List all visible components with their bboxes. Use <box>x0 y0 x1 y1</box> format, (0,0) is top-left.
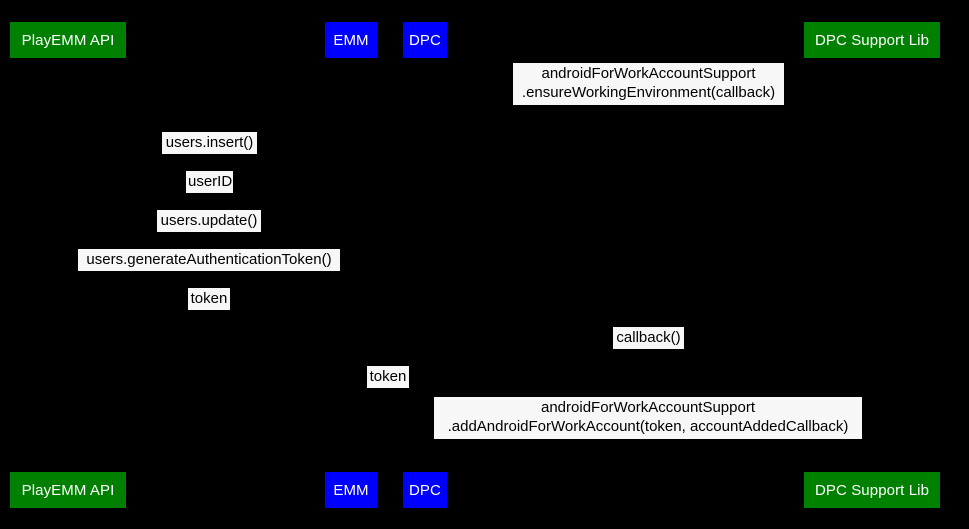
message-arrow-ensure-working-environment <box>425 106 872 107</box>
message-label-callback: callback() <box>613 327 684 349</box>
participant-label: EMM <box>333 31 369 49</box>
participant-label: DPC Support Lib <box>814 481 930 499</box>
message-arrow-callback <box>425 350 872 351</box>
lifeline-dpc-support-lib <box>872 58 873 472</box>
participant-label: DPC Support Lib <box>814 31 930 49</box>
participant-label: PlayEMM API <box>21 481 115 499</box>
message-label-add-android-for-work-account: androidForWorkAccountSupport .addAndroid… <box>434 397 862 439</box>
message-label-users-insert: users.insert() <box>162 132 257 154</box>
message-arrow-users-update <box>68 233 351 234</box>
participant-label: DPC <box>409 481 441 499</box>
message-arrow-add-android-for-work-account <box>425 440 872 441</box>
message-arrow-token-to-dpc <box>351 389 425 390</box>
message-label-ensure-working-environment: androidForWorkAccountSupport .ensureWork… <box>513 63 784 105</box>
message-label-token-to-dpc: token <box>367 366 409 388</box>
participant-footer-dpc[interactable]: DPC <box>403 472 447 508</box>
participant-footer-playemm-api[interactable]: PlayEMM API <box>10 472 126 508</box>
message-label-user-id: userID <box>186 171 233 193</box>
message-label-token-to-emm: token <box>188 288 230 310</box>
lifeline-playemm-api <box>68 58 69 472</box>
message-arrow-users-generate-authentication-token <box>68 272 351 273</box>
message-label-users-update: users.update() <box>157 210 261 232</box>
participant-header-dpc-support-lib[interactable]: DPC Support Lib <box>804 22 940 58</box>
participant-label: DPC <box>409 31 441 49</box>
participant-header-playemm-api[interactable]: PlayEMM API <box>10 22 126 58</box>
participant-footer-emm[interactable]: EMM <box>325 472 377 508</box>
lifeline-emm <box>351 58 352 472</box>
participant-header-emm[interactable]: EMM <box>325 22 377 58</box>
participant-header-dpc[interactable]: DPC <box>403 22 447 58</box>
participant-label: EMM <box>333 481 369 499</box>
message-arrow-user-id <box>68 194 351 195</box>
message-label-users-generate-authentication-token: users.generateAuthenticationToken() <box>78 249 340 271</box>
participant-footer-dpc-support-lib[interactable]: DPC Support Lib <box>804 472 940 508</box>
message-arrow-users-insert <box>68 155 351 156</box>
lifeline-dpc <box>425 58 426 472</box>
message-arrow-token-to-emm <box>68 311 351 312</box>
participant-label: PlayEMM API <box>21 31 115 49</box>
